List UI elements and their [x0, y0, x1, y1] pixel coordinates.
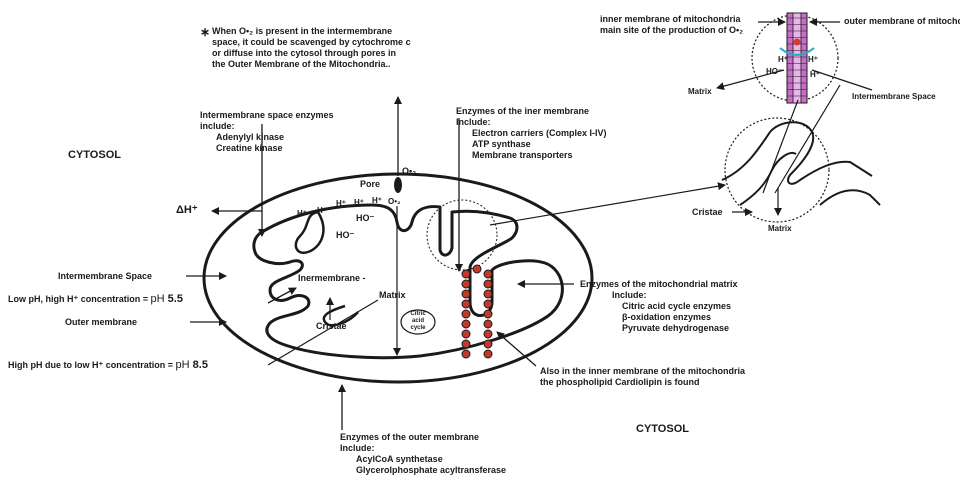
- pore-label: Pore: [360, 179, 380, 190]
- outer-enzyme-item: AcylCoA synthetase: [340, 454, 506, 465]
- zoom-inner-membrane-label: inner membrane of mitochondria main site…: [600, 14, 743, 36]
- outer-enzymes-title: Enzymes of the outer membrane: [340, 432, 506, 443]
- matrix-enzyme-item: Citric acid cycle enzymes: [580, 301, 738, 312]
- h-plus-label: H⁺: [297, 208, 307, 219]
- superoxide-label: O•₂: [402, 166, 416, 177]
- matrix-enzymes-block: Enzymes of the mitochondrial matrix Incl…: [580, 279, 738, 334]
- matrix-enzyme-item: β-oxidation enzymes: [580, 312, 738, 323]
- matrix-enzymes-include: Include:: [580, 290, 738, 301]
- ims-enzyme-item: Adenylyl kinase: [200, 132, 334, 143]
- note-line: the Outer Membrane of the Mitochondria..: [212, 59, 452, 70]
- matrix-label: Matrix: [379, 290, 406, 301]
- inner-enzyme-item: ATP synthase: [456, 139, 607, 150]
- high-ph-unit: pH: [176, 359, 193, 371]
- high-ph-label: High pH due to low H⁺ concentration = pH…: [8, 360, 208, 371]
- h-plus-label: H⁺: [354, 197, 364, 208]
- ho-minus-label: HO⁻: [356, 213, 374, 224]
- note-line: or diffuse into the cytosol through pore…: [212, 48, 452, 59]
- inner-enzymes-include: Include:: [456, 117, 607, 128]
- ims-enzyme-item: Creatine kinase: [200, 143, 334, 154]
- cytosol-label-bottom: CYTOSOL: [636, 424, 689, 435]
- ims-enzymes-title: Intermembrane space enzymes: [200, 110, 334, 121]
- h-plus-label: H⁺: [317, 205, 327, 216]
- zoom-inner-line: main site of the production of O•₂: [600, 25, 743, 36]
- outer-membrane-label: Outer membrane: [65, 317, 137, 328]
- h-plus-label: H⁺: [336, 198, 346, 209]
- zoom-outer-membrane-label: outer membrane of mitochondria: [844, 16, 960, 27]
- cristae-label: Cristae: [316, 321, 347, 332]
- inner-enzymes-title: Enzymes of the iner membrane: [456, 106, 607, 117]
- zoom-matrix-label: Matrix: [688, 86, 712, 97]
- low-ph-text: Low pH, high H⁺ concentration =: [8, 294, 151, 304]
- high-ph-text: High pH due to low H⁺ concentration =: [8, 360, 176, 370]
- citric-cycle-line: cycle: [408, 325, 428, 332]
- cardiolipin-line: Also in the inner membrane of the mitoch…: [540, 366, 745, 377]
- note-star: ∗: [200, 27, 210, 38]
- high-ph-value: 8.5: [193, 359, 208, 371]
- outer-enzyme-item: Glycerolphosphate acyltransferase: [340, 465, 506, 476]
- zoom-ims-label: Intermembrane Space: [852, 91, 936, 102]
- zoom-h-plus-label: H⁺: [778, 54, 788, 65]
- intermembrane-space-label: Intermembrane Space: [58, 271, 152, 282]
- low-ph-value: 5.5: [168, 293, 183, 305]
- cardiolipin-line: the phospholipid Cardiolipin is found: [540, 377, 745, 388]
- zoom-ho-minus-label: HO⁻: [766, 66, 782, 77]
- ims-enzymes-block: Intermembrane space enzymes include: Ade…: [200, 110, 334, 154]
- zoom-cristae-label: Cristae: [692, 207, 723, 218]
- citric-cycle-line: acid: [408, 318, 428, 325]
- ims-enzymes-include: include:: [200, 121, 334, 132]
- low-ph-label: Low pH, high H⁺ concentration = pH 5.5: [8, 294, 183, 305]
- cardiolipin-note: Also in the inner membrane of the mitoch…: [540, 366, 745, 388]
- matrix-enzymes-title: Enzymes of the mitochondrial matrix: [580, 279, 738, 290]
- zoom-h-plus-label: H⁺: [810, 69, 820, 80]
- outer-enzymes-include: Include:: [340, 443, 506, 454]
- citric-cycle-line: Citric: [408, 311, 428, 318]
- zoom-h-plus-label: H⁺: [808, 54, 818, 65]
- note-line: When O•₂ is present in the intermembrane: [212, 26, 452, 37]
- matrix-enzyme-item: Pyruvate dehydrogenase: [580, 323, 738, 334]
- note-line: space, it could be scavenged by cytochro…: [212, 37, 452, 48]
- zoom-matrix2-label: Matrix: [768, 223, 792, 234]
- ho-minus-label: HO⁻: [336, 230, 354, 241]
- citric-cycle-label: Citric acid cycle: [408, 311, 428, 332]
- inner-enzymes-block: Enzymes of the iner membrane Include: El…: [456, 106, 607, 161]
- h-plus-label: H⁺: [372, 195, 382, 206]
- delta-h-label: ΔH⁺: [176, 205, 198, 216]
- inner-enzyme-item: Membrane transporters: [456, 150, 607, 161]
- low-ph-unit: pH: [151, 293, 168, 305]
- cytosol-label-top: CYTOSOL: [68, 150, 121, 161]
- zoom-inner-line: inner membrane of mitochondria: [600, 14, 743, 25]
- note-text: When O•₂ is present in the intermembrane…: [212, 26, 452, 70]
- outer-enzymes-block: Enzymes of the outer membrane Include: A…: [340, 432, 506, 476]
- inner-membrane-label: Inermembrane -: [298, 273, 366, 284]
- superoxide-small-label: O•₂: [388, 196, 401, 207]
- inner-enzyme-item: Electron carriers (Complex I-IV): [456, 128, 607, 139]
